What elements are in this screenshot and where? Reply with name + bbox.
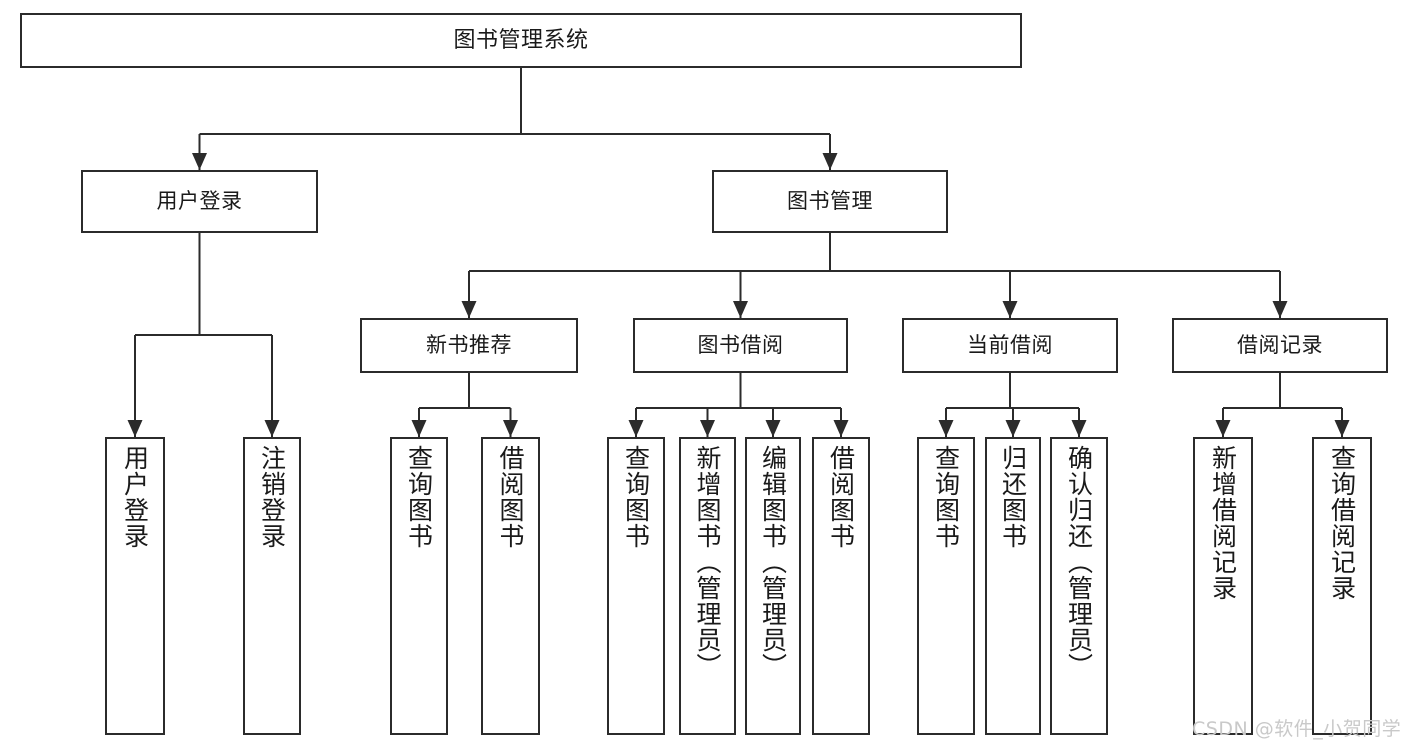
arrow-head-leaf_return_book	[1005, 420, 1021, 437]
node-label: 用户登录	[156, 189, 243, 214]
node-label: 新增借阅记录	[1208, 445, 1238, 601]
node-leaf_query_book_2: 查询图书	[607, 437, 665, 735]
node-label: 归还图书	[998, 445, 1028, 549]
node-label: 图书借阅	[697, 333, 784, 358]
arrow-head-leaf_edit_book	[765, 420, 781, 437]
node-label: 新增图书（管理员）	[693, 445, 722, 679]
node-leaf_confirm_return: 确认归还（管理员）	[1050, 437, 1108, 735]
node-label: 新书推荐	[426, 333, 512, 358]
node-leaf_logout: 注销登录	[243, 437, 301, 735]
arrow-head-book_manage	[822, 153, 838, 170]
arrow-head-leaf_add_record	[1215, 420, 1231, 437]
node-label: 查询图书	[931, 445, 961, 549]
arrow-head-leaf_query_book_2	[628, 420, 644, 437]
arrow-head-leaf_add_book	[700, 420, 715, 437]
node-label: 图书管理	[787, 189, 873, 214]
node-label: 注销登录	[257, 445, 287, 549]
node-label: 查询图书	[404, 445, 434, 549]
node-leaf_add_record: 新增借阅记录	[1193, 437, 1253, 735]
node-label: 查询图书	[621, 445, 651, 549]
node-leaf_query_book_3: 查询图书	[917, 437, 975, 735]
arrow-head-current_borrow	[1002, 301, 1018, 318]
arrow-head-leaf_confirm_return	[1071, 420, 1087, 437]
arrow-head-new_book_rec	[461, 301, 477, 318]
node-user_login: 用户登录	[81, 170, 318, 233]
node-leaf_return_book: 归还图书	[985, 437, 1041, 735]
node-label: 编辑图书（管理员）	[758, 445, 788, 679]
arrow-head-leaf_query_book_1	[411, 420, 427, 437]
arrow-head-leaf_query_book_3	[938, 420, 954, 437]
node-label: 借阅图书	[826, 445, 856, 549]
node-leaf_borrow_book_2: 借阅图书	[812, 437, 870, 735]
arrow-head-leaf_user_login	[127, 420, 143, 437]
arrow-head-book_borrow	[733, 301, 748, 318]
node-current_borrow: 当前借阅	[902, 318, 1118, 373]
node-label: 借阅图书	[496, 445, 525, 549]
arrow-head-leaf_query_record	[1334, 420, 1350, 437]
arrow-head-leaf_borrow_book_2	[833, 420, 849, 437]
arrow-head-leaf_logout	[264, 420, 280, 437]
node-label: 查询借阅记录	[1327, 445, 1357, 601]
arrow-head-borrow_record	[1272, 301, 1288, 318]
node-label: 确认归还（管理员）	[1064, 445, 1094, 679]
node-leaf_query_record: 查询借阅记录	[1312, 437, 1372, 735]
node-root: 图书管理系统	[20, 13, 1022, 68]
node-new_book_rec: 新书推荐	[360, 318, 578, 373]
watermark-text: CSDN @软件_小贺同学	[1192, 718, 1402, 740]
node-borrow_record: 借阅记录	[1172, 318, 1388, 373]
node-label: 图书管理系统	[453, 27, 589, 53]
node-leaf_user_login: 用户登录	[105, 437, 165, 735]
node-book_borrow: 图书借阅	[633, 318, 848, 373]
arrow-head-leaf_borrow_book_1	[503, 420, 518, 437]
node-leaf_add_book: 新增图书（管理员）	[679, 437, 736, 735]
node-label: 借阅记录	[1237, 333, 1323, 358]
node-label: 当前借阅	[967, 333, 1053, 358]
arrow-head-user_login	[192, 153, 207, 170]
node-leaf_query_book_1: 查询图书	[390, 437, 448, 735]
node-leaf_borrow_book_1: 借阅图书	[481, 437, 540, 735]
node-label: 用户登录	[120, 445, 150, 549]
node-book_manage: 图书管理	[712, 170, 948, 233]
node-leaf_edit_book: 编辑图书（管理员）	[745, 437, 801, 735]
